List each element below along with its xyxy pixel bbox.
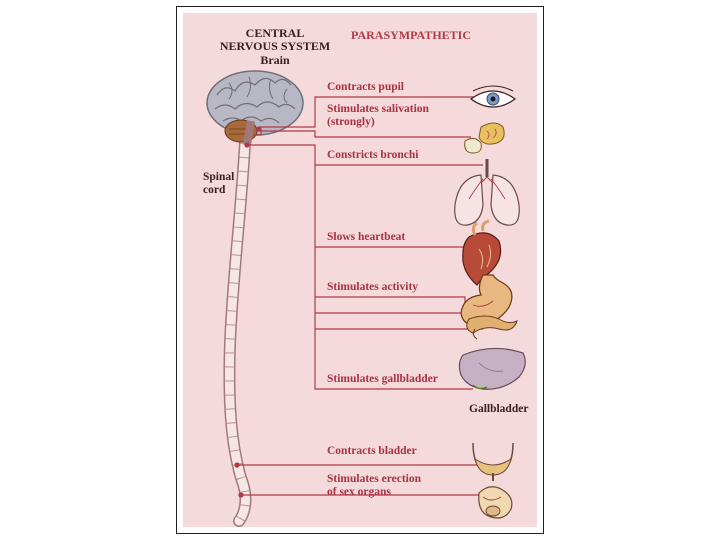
effect-stimulates-activity: Stimulates activity: [327, 281, 419, 293]
gallbladder-organ-label: Gallbladder: [469, 403, 529, 415]
effect-stimulates-erection: Stimulates erection: [327, 473, 422, 485]
diagram-panel: CENTRAL NERVOUS SYSTEM Brain PARASYMPATH…: [183, 13, 537, 527]
diagram-frame: CENTRAL NERVOUS SYSTEM Brain PARASYMPATH…: [176, 6, 544, 534]
spinal-cord-label-line2: cord: [203, 184, 226, 196]
heart-icon: [462, 219, 502, 286]
cns-header-line1: CENTRAL: [245, 26, 305, 40]
brain-label: Brain: [260, 53, 290, 67]
lungs-icon: [454, 159, 520, 226]
spinal-cord-icon: [223, 137, 252, 527]
effect-stimulates-salivation: Stimulates salivation: [327, 103, 429, 115]
parasympathetic-header: PARASYMPATHETIC: [351, 28, 471, 42]
effect-stimulates-gallbladder: Stimulates gallbladder: [327, 373, 438, 385]
brain-icon: [206, 70, 304, 146]
effect-slows-heartbeat: Slows heartbeat: [327, 231, 406, 243]
sex-organs-icon: [478, 486, 513, 519]
eye-icon: [469, 85, 517, 108]
nerve-pathways: [234, 96, 483, 498]
effect-salivation-strongly: (strongly): [327, 116, 375, 128]
effect-contracts-bladder: Contracts bladder: [327, 445, 417, 457]
cns-header-line2: NERVOUS SYSTEM: [219, 39, 331, 53]
bladder-icon: [472, 442, 514, 481]
effect-constricts-bronchi: Constricts bronchi: [327, 149, 419, 161]
liver-icon: [458, 347, 526, 390]
spinal-cord-label-line1: Spinal: [203, 171, 235, 183]
pancreas-icon: [466, 315, 518, 340]
effect-contracts-pupil: Contracts pupil: [327, 81, 404, 93]
salivary-gland-icon: [464, 122, 505, 154]
diagram-graphics: [206, 70, 526, 527]
effect-sex-organs: of sex organs: [327, 486, 391, 498]
